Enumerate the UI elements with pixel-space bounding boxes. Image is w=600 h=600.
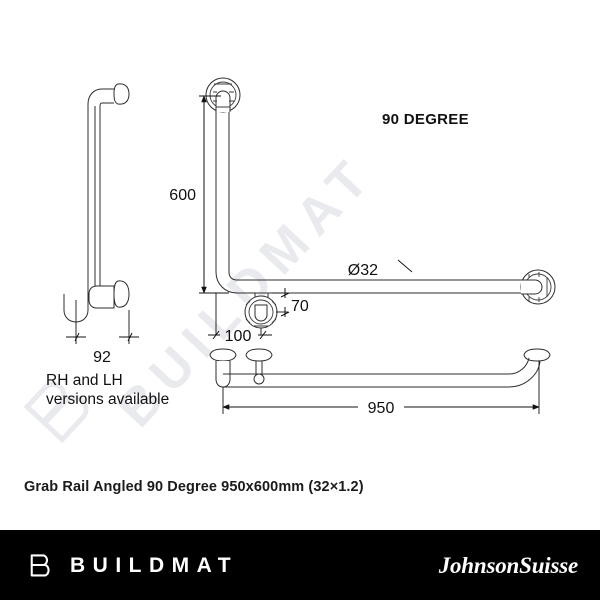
dim-70-slash-bottom [280,311,290,317]
top-flange-tube-stub [215,90,231,112]
buildmat-b-logo-icon [30,554,50,577]
dim-600-label: 600 [169,187,196,204]
dim-100-label: 100 [225,328,252,345]
plan-middle-flange-cap [245,348,273,362]
dim-92-slash-right [127,332,133,342]
diameter-leader-line [397,259,413,273]
dimension-100: 100 [208,293,272,345]
rail-tube-inner-edge [228,96,529,281]
plan-right-flange-cap [523,348,551,362]
side-view-bottom-flange [113,280,130,308]
caption-bar: Grab Rail Angled 90 Degree 950x600mm (32… [0,465,600,530]
side-elevation-view: 92 RH and LH versions available [46,83,169,408]
johnsonsuisse-brand[interactable]: JohnsonSuisse [438,530,579,600]
side-view-top-flange [113,83,130,105]
top-wall-flange [205,77,241,113]
footer-bar: BUILDMAT JohnsonSuisse [0,530,600,600]
dimension-600: 600 [169,95,229,294]
top-flange-detail-lines [213,83,234,108]
dimension-950: 950 [222,361,540,418]
plan-left-flange-cap [209,348,237,362]
plan-rail-top-edge [223,357,530,375]
diameter-label: Ø32 [348,262,378,279]
buildmat-wordmark: BUILDMAT [70,553,239,577]
plan-view: 950 [209,348,551,418]
right-wall-flange [520,269,556,305]
side-view-bottom-bracket [88,285,115,309]
technical-drawing-svg: BUILDMAT [23,77,556,444]
drawing-heading: 90 DEGREE [382,111,469,128]
product-title: Grab Rail Angled 90 Degree 950x600mm (32… [24,479,364,495]
dim-950-label: 950 [368,400,395,417]
side-view-tube-inner [99,102,114,294]
right-flange-tube-stub [521,279,543,295]
dim-70-slash-top [280,292,290,298]
dim-92-label: 92 [93,349,111,366]
dim-92-slash-left [74,332,80,342]
front-elevation-view: 600 70 [169,77,556,345]
johnsonsuisse-wordmark: JohnsonSuisse [438,552,579,578]
dimension-92: 92 [66,310,139,366]
plan-middle-stem-end [253,373,265,385]
dim-100-slash-right [259,330,267,340]
note-line-2: versions available [46,391,169,408]
corner-wall-flange [244,293,278,329]
dim-100-slash-left [212,330,220,340]
note-line-1: RH and LH [46,372,123,389]
watermark-logo-icon [23,381,89,444]
corner-flange-inner-circle [248,299,274,325]
diameter-callout: Ø32 [348,259,413,279]
corner-flange-tube-end [254,304,268,322]
dimension-70: 70 [272,288,309,317]
technical-drawing-area: BUILDMAT [23,77,556,444]
corner-flange-detail-lines [245,300,277,327]
dim-70-label: 70 [291,298,309,315]
side-view-tube-outer [87,88,114,294]
dim-950-label-backing [358,396,404,418]
buildmat-brand[interactable]: BUILDMAT [28,530,238,600]
rail-tube-outer-edge [215,96,529,294]
right-flange-detail-lines [528,272,548,302]
